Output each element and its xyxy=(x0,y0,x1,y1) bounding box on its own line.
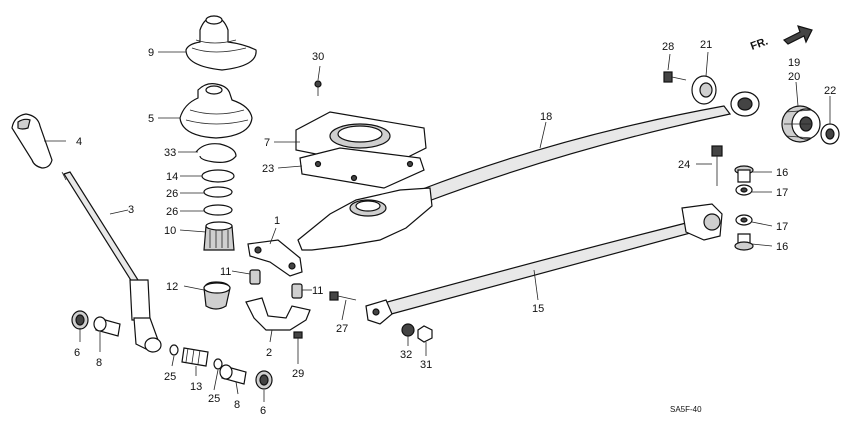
callout-23: 23 xyxy=(262,163,274,175)
shift-rod xyxy=(297,91,760,251)
bolt-29 xyxy=(293,331,303,352)
callout-26-upper: 26 xyxy=(166,188,178,200)
bolt-27 xyxy=(329,291,357,301)
front-direction-arrow xyxy=(782,25,813,45)
callout-11-lower: 11 xyxy=(312,285,323,297)
stopper-21 xyxy=(691,75,717,105)
shift-lever xyxy=(61,171,162,353)
callout-33: 33 xyxy=(164,147,176,159)
callout-11-upper: 11 xyxy=(220,266,231,278)
bolt-28 xyxy=(663,71,687,83)
bolt-24 xyxy=(711,145,723,186)
bracket xyxy=(245,297,311,331)
callout-16-upper: 16 xyxy=(776,167,788,179)
callout-14: 14 xyxy=(166,171,178,183)
leader-lines xyxy=(44,51,831,402)
drawing-code: SA5F-40 xyxy=(670,405,702,414)
collar-8-right xyxy=(219,364,247,385)
callout-28: 28 xyxy=(662,41,674,53)
ring-14 xyxy=(201,169,235,183)
o-ring-lower xyxy=(203,204,233,216)
gasket xyxy=(299,147,425,189)
callout-8-right: 8 xyxy=(234,399,240,411)
callout-9: 9 xyxy=(148,47,154,59)
shift-boot-lower xyxy=(179,83,253,139)
callout-10: 10 xyxy=(164,225,176,237)
callout-17-upper: 17 xyxy=(776,187,788,199)
callout-29: 29 xyxy=(292,368,304,380)
bushing-19-20 xyxy=(781,105,821,143)
callout-13: 13 xyxy=(190,381,202,393)
bushing-cup xyxy=(203,281,231,310)
callout-15: 15 xyxy=(532,303,544,315)
callout-1: 1 xyxy=(274,215,280,227)
nut-31 xyxy=(417,325,433,343)
collar-8-left xyxy=(93,316,121,337)
callout-17-lower: 17 xyxy=(776,221,788,233)
spring-seat xyxy=(203,221,235,251)
bushing-17-bottom xyxy=(735,214,753,226)
callout-27: 27 xyxy=(336,323,348,335)
callout-25-left: 25 xyxy=(164,371,176,383)
callout-12: 12 xyxy=(166,281,178,293)
front-direction-label: FR. xyxy=(749,35,770,52)
callout-20: 20 xyxy=(788,71,800,83)
callout-22: 22 xyxy=(824,85,836,97)
callout-32: 32 xyxy=(400,349,412,361)
callout-21: 21 xyxy=(700,39,712,51)
collar-lower xyxy=(291,283,303,299)
bushing-16-bottom xyxy=(734,233,754,251)
callout-5: 5 xyxy=(148,113,154,125)
callout-8-left: 8 xyxy=(96,357,102,369)
bushing-6-right xyxy=(255,370,273,390)
o-ring-25-left xyxy=(169,344,179,356)
extension-rod xyxy=(365,203,723,325)
collar-upper xyxy=(249,269,261,285)
callout-7: 7 xyxy=(264,137,270,149)
o-ring-25-right xyxy=(213,358,223,370)
callout-16-lower: 16 xyxy=(776,241,788,253)
snap-ring xyxy=(195,143,237,163)
washer-22 xyxy=(820,123,840,145)
joint-piece xyxy=(247,239,303,277)
callout-2: 2 xyxy=(266,347,272,359)
nut-32 xyxy=(401,323,415,337)
callout-6-right: 6 xyxy=(260,405,266,417)
callout-6-left: 6 xyxy=(74,347,80,359)
callout-30: 30 xyxy=(312,51,324,63)
callout-26-lower: 26 xyxy=(166,206,178,218)
o-ring-upper xyxy=(203,186,233,198)
callout-4: 4 xyxy=(76,136,82,148)
bushing-16-top xyxy=(734,165,754,183)
callout-19: 19 xyxy=(788,57,800,69)
bushing-6-left xyxy=(71,310,89,330)
bushing-17-top xyxy=(735,184,753,196)
shift-knob xyxy=(11,113,53,169)
callout-3: 3 xyxy=(128,204,134,216)
callout-18: 18 xyxy=(540,111,552,123)
screw-30 xyxy=(314,80,322,96)
callout-25-right: 25 xyxy=(208,393,220,405)
shift-boot-upper xyxy=(185,15,257,71)
callout-24: 24 xyxy=(678,159,690,171)
spring-13 xyxy=(181,347,209,367)
callout-31: 31 xyxy=(420,359,432,371)
